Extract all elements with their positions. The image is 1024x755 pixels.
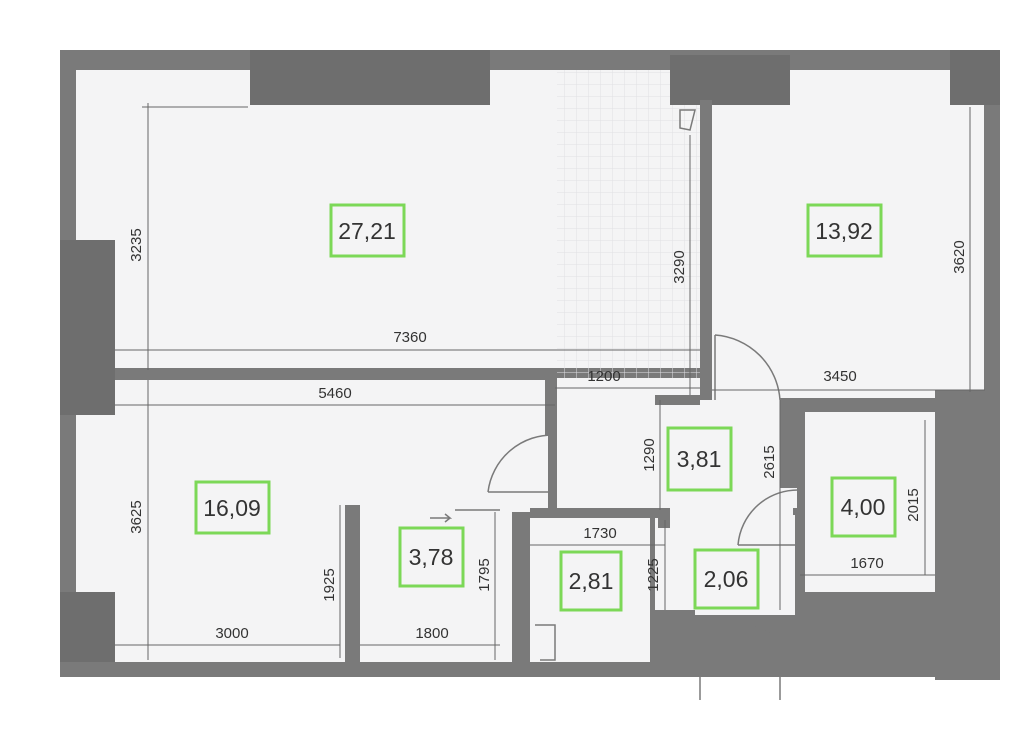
wall-block [950,50,1000,105]
door-swing [909,594,931,616]
dim-label: 2615 [761,445,778,478]
dim-label: 7360 [393,329,426,346]
dim-label: 1670 [850,555,883,572]
dim-label: 1925 [321,568,338,601]
partition [935,390,1000,680]
dim-label: 3000 [215,625,248,642]
partition [795,545,805,610]
room-area-wc: 3,78 [409,544,454,570]
partition [700,100,712,400]
partition [658,508,670,528]
partition [795,600,935,630]
dim-label: 1730 [583,525,616,542]
dim-label: 5460 [318,385,351,402]
room-area-storage: 2,81 [569,568,614,594]
wall-block [670,55,790,105]
storage-lower-floor [530,610,650,662]
room-area-bedroom-right: 13,92 [815,218,873,244]
wall-block [60,592,115,662]
room-area-entry: 2,06 [704,566,749,592]
dim-label: 1290 [641,438,658,471]
door-swing [487,434,556,493]
door-swing [679,109,696,131]
dim-label: 3450 [823,368,856,385]
partition [115,368,550,380]
dim-label: 1200 [587,368,620,385]
dim-label: 1800 [415,625,448,642]
dim-label: 1225 [645,558,662,591]
dim-label: 3620 [951,240,968,273]
wall-block [250,50,490,105]
door-swing [430,509,500,523]
dim-label: 3625 [128,500,145,533]
balcony-tiles [557,70,700,395]
dim-label: 2015 [905,488,922,521]
room-area-living: 27,21 [338,218,396,244]
dim-label: 1795 [476,558,493,591]
partition [530,508,665,518]
partition [655,395,700,405]
entry-floor [665,515,795,615]
dimension-lines [115,103,985,660]
door-swing [699,622,781,700]
door-swing [737,489,801,546]
partition [795,398,935,410]
wc-floor [360,517,500,662]
partition [345,505,360,665]
storage-floor [530,518,650,618]
area-boxes [194,203,897,612]
partition [780,398,800,488]
room-area-bedroom-left: 16,09 [203,495,261,521]
bathroom-floor [805,412,935,592]
wall-block [60,240,115,415]
dim-label: 3235 [128,228,145,261]
dim-label: 3290 [671,250,688,283]
room-area-bathroom: 4,00 [841,494,886,520]
door-swing [714,334,781,401]
room-area-hall: 3,81 [677,446,722,472]
partition [650,610,695,630]
partition [545,368,557,436]
partition [512,512,530,662]
door-swing [535,624,556,661]
bedroom-right-floor [712,70,984,398]
